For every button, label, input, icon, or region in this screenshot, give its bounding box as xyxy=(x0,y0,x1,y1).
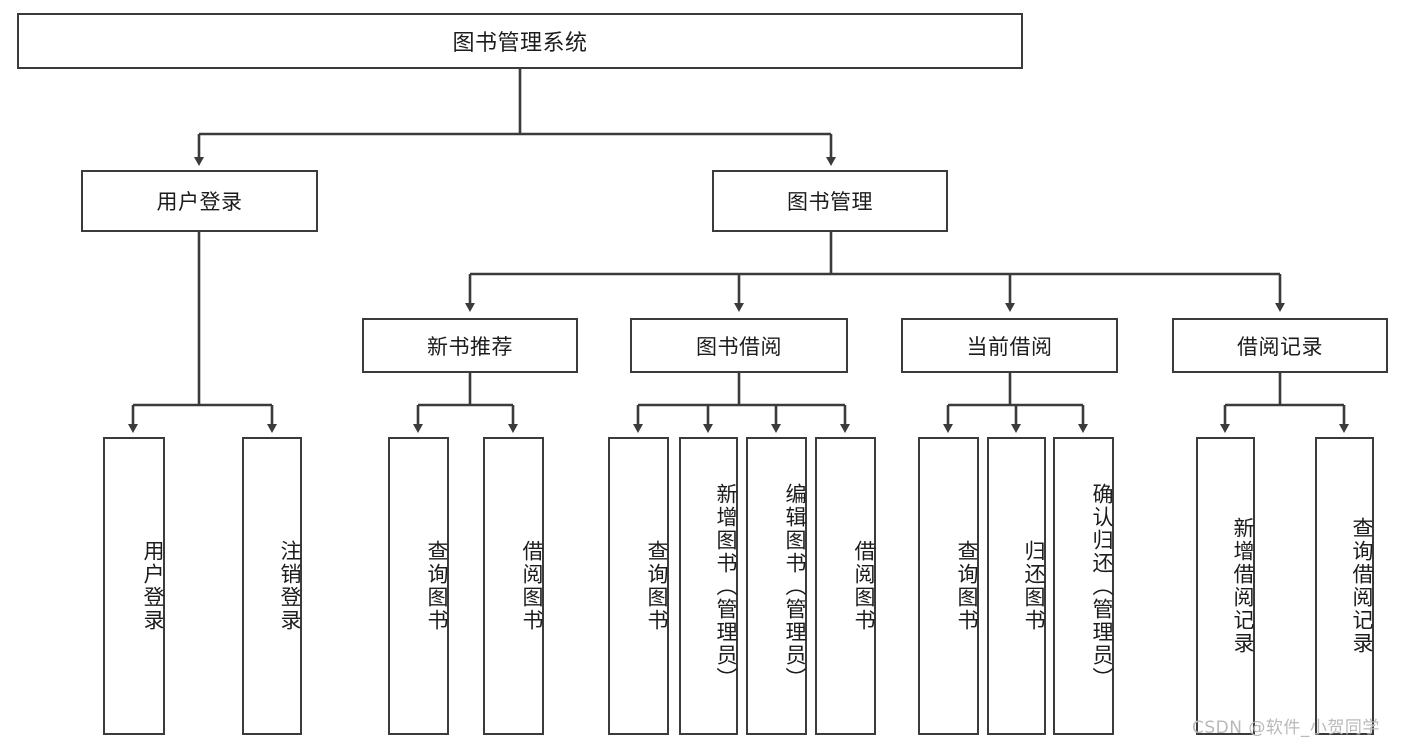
node-level2-book-manage[interactable]: 图书管理 xyxy=(712,170,948,232)
node-level3-new-book-recommend-label: 新书推荐 xyxy=(427,334,513,359)
node-leaf-query-book-new-label: 查询图书 xyxy=(425,540,449,632)
node-level2-user-login-label: 用户登录 xyxy=(156,190,243,214)
node-leaf-query-borrow-record[interactable]: 查询借阅记录 xyxy=(1315,437,1374,735)
node-leaf-user-login[interactable]: 用户登录 xyxy=(103,437,165,735)
node-leaf-query-book-current-label: 查询图书 xyxy=(955,540,979,632)
node-leaf-borrow-book-new-label: 借阅图书 xyxy=(520,540,544,632)
node-leaf-borrow-book-label: 借阅图书 xyxy=(852,540,876,632)
node-leaf-query-borrow-record-label: 查询借阅记录 xyxy=(1350,517,1374,655)
node-leaf-add-borrow-record-label: 新增借阅记录 xyxy=(1231,517,1255,655)
node-level3-current-borrow[interactable]: 当前借阅 xyxy=(901,318,1118,373)
node-leaf-borrow-book-new[interactable]: 借阅图书 xyxy=(483,437,544,735)
node-level3-borrow-record-label: 借阅记录 xyxy=(1237,334,1323,359)
node-level3-borrow-record[interactable]: 借阅记录 xyxy=(1172,318,1388,373)
node-leaf-confirm-return-admin-label: 确认归还（管理员） xyxy=(1090,482,1114,690)
node-leaf-confirm-return-admin[interactable]: 确认归还（管理员） xyxy=(1053,437,1114,735)
edge-group-user-login xyxy=(128,232,277,433)
node-leaf-add-book-admin[interactable]: 新增图书（管理员） xyxy=(679,437,738,735)
node-leaf-add-borrow-record[interactable]: 新增借阅记录 xyxy=(1196,437,1255,735)
edge-group-book-manage xyxy=(465,232,1285,312)
node-leaf-user-login-label: 用户登录 xyxy=(141,540,165,632)
node-leaf-query-book-new[interactable]: 查询图书 xyxy=(388,437,449,735)
node-leaf-return-book[interactable]: 归还图书 xyxy=(987,437,1046,735)
edge-group-current-borrow xyxy=(943,373,1088,433)
node-leaf-query-book-current[interactable]: 查询图书 xyxy=(918,437,979,735)
node-level3-book-borrow[interactable]: 图书借阅 xyxy=(630,318,848,373)
node-leaf-query-book-borrow[interactable]: 查询图书 xyxy=(608,437,669,735)
edge-group-borrow xyxy=(633,373,850,433)
edge-group-root xyxy=(194,69,836,166)
csdn-watermark: CSDN @软件_小贺同学 xyxy=(1192,718,1380,738)
node-leaf-add-book-admin-label: 新增图书（管理员） xyxy=(714,482,738,690)
node-leaf-edit-book-admin-label: 编辑图书（管理员） xyxy=(783,482,807,690)
node-root[interactable]: 图书管理系统 xyxy=(17,13,1023,69)
node-level3-book-borrow-label: 图书借阅 xyxy=(696,334,782,359)
node-level2-user-login[interactable]: 用户登录 xyxy=(81,170,318,232)
node-leaf-return-book-label: 归还图书 xyxy=(1022,540,1046,632)
node-level2-book-manage-label: 图书管理 xyxy=(787,190,873,214)
node-leaf-borrow-book[interactable]: 借阅图书 xyxy=(815,437,876,735)
node-level3-new-book-recommend[interactable]: 新书推荐 xyxy=(362,318,578,373)
node-leaf-edit-book-admin[interactable]: 编辑图书（管理员） xyxy=(746,437,807,735)
edge-group-new-book xyxy=(413,373,518,433)
node-root-label: 图书管理系统 xyxy=(452,31,588,56)
node-leaf-logout[interactable]: 注销登录 xyxy=(242,437,302,735)
node-level3-current-borrow-label: 当前借阅 xyxy=(966,334,1053,359)
node-leaf-query-book-borrow-label: 查询图书 xyxy=(645,540,669,632)
edge-group-borrow-record xyxy=(1220,373,1349,433)
node-leaf-logout-label: 注销登录 xyxy=(278,540,302,632)
